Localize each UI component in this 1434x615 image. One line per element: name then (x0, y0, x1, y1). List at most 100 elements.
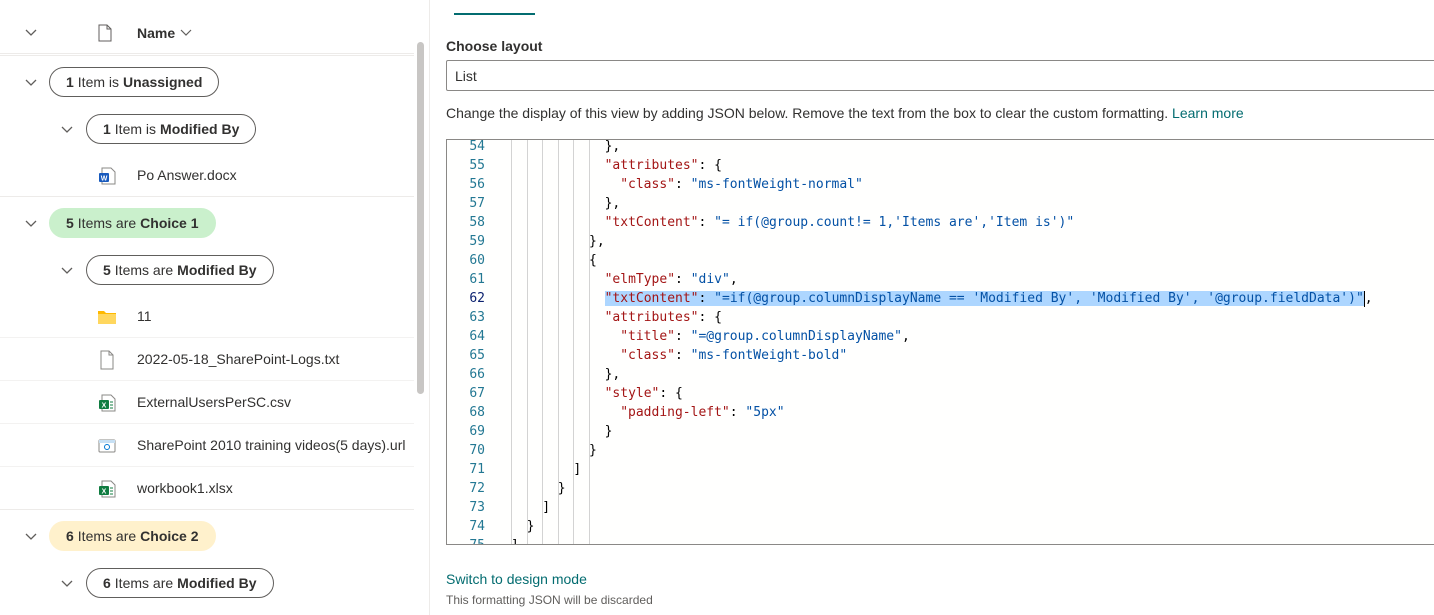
chevron-down-icon[interactable] (23, 528, 39, 544)
line-number: 65 (469, 348, 485, 363)
code-line[interactable]: 75] (447, 536, 1434, 544)
line-number: 59 (469, 234, 485, 249)
discard-note: This formatting JSON will be discarded (446, 593, 653, 607)
code-text: } (605, 422, 613, 441)
line-number: 62 (469, 291, 485, 306)
code-line[interactable]: 72} (447, 479, 1434, 498)
code-text: "class": "ms-fontWeight-bold" (620, 346, 847, 365)
code-token: "attributes" (604, 310, 699, 325)
code-line[interactable]: 63"attributes": { (447, 308, 1434, 327)
file-row[interactable]: W Po Answer.docx (0, 154, 414, 197)
code-line[interactable]: 55"attributes": { (447, 156, 1434, 175)
url-link-icon (97, 436, 117, 456)
group-label-text: Items are (77, 527, 137, 544)
group-count: 1 (66, 73, 74, 90)
line-number: 67 (469, 386, 485, 401)
chevron-down-icon[interactable] (59, 575, 75, 591)
code-line[interactable]: 69} (447, 422, 1434, 441)
format-view-panel: Choose layout List Change the display of… (429, 0, 1434, 615)
chevron-down-icon[interactable] (180, 28, 192, 38)
code-line[interactable]: 59}, (447, 232, 1434, 251)
group-label-text: Items are (114, 261, 174, 278)
chevron-down-icon[interactable] (23, 24, 39, 40)
code-token: "=@group.columnDisplayName" (690, 329, 902, 344)
code-token: : (674, 329, 691, 344)
code-line[interactable]: 73] (447, 498, 1434, 517)
code-text: "elmType": "div", (605, 270, 738, 289)
code-token: ] (573, 462, 582, 477)
code-line[interactable]: 66}, (447, 365, 1434, 384)
chevron-down-icon[interactable] (59, 262, 75, 278)
code-line[interactable]: 67 "style": { (447, 384, 1434, 403)
file-name-link[interactable]: workbook1.xlsx (137, 479, 233, 496)
file-name-link[interactable]: 11 (137, 307, 152, 324)
code-line[interactable]: 71] (447, 460, 1434, 479)
code-token: } (589, 443, 597, 458)
choose-layout-label: Choose layout (446, 38, 543, 54)
svg-text:X: X (102, 488, 107, 495)
code-line[interactable]: 58"txtContent": "= if(@group.count!= 1,'… (447, 213, 1434, 232)
code-token: "=if(@group.columnDisplayName == 'Modifi… (714, 291, 1364, 306)
code-line[interactable]: 70} (447, 441, 1434, 460)
file-row[interactable]: 2022-05-18_SharePoint-Logs.txt (0, 338, 414, 381)
name-column-header[interactable]: Name (137, 25, 176, 41)
svg-text:W: W (101, 175, 108, 182)
code-line[interactable]: 57}, (447, 194, 1434, 213)
code-text: ] (542, 498, 550, 517)
line-number: 72 (469, 481, 485, 496)
code-text: } (527, 517, 535, 536)
list-scrollbar[interactable] (417, 42, 424, 394)
code-text: "title": "=@group.columnDisplayName", (620, 327, 910, 346)
code-line[interactable]: 54}, (447, 140, 1434, 156)
indent-guide (542, 140, 544, 544)
code-token: "5px" (745, 405, 785, 420)
file-row[interactable]: 11 (0, 295, 414, 338)
code-line[interactable]: 62"txtContent": "=if(@group.columnDispla… (447, 289, 1434, 308)
file-name-link[interactable]: 2022-05-18_SharePoint-Logs.txt (137, 350, 340, 367)
chevron-down-icon[interactable] (59, 121, 75, 137)
line-number: 66 (469, 367, 485, 382)
folder-icon (97, 307, 117, 327)
file-name-link[interactable]: ExternalUsersPerSC.csv (137, 393, 292, 410)
code-text: "style": { (605, 384, 683, 403)
file-row[interactable]: SharePoint 2010 training videos(5 days).… (0, 424, 414, 467)
group-count: 6 (103, 574, 111, 591)
chevron-down-icon[interactable] (23, 215, 39, 231)
list-header: Name (0, 12, 414, 54)
code-line[interactable]: 68"padding-left": "5px" (447, 403, 1434, 422)
code-line[interactable]: 64"title": "=@group.columnDisplayName", (447, 327, 1434, 346)
json-code-editor[interactable]: 54},55"attributes": {56"class": "ms-font… (446, 139, 1434, 545)
code-line[interactable]: 65 "class": "ms-fontWeight-bold" (447, 346, 1434, 365)
chevron-down-icon[interactable] (23, 74, 39, 90)
group-label-text: Items are (77, 214, 137, 231)
code-token: }, (604, 367, 621, 382)
switch-to-design-mode-link[interactable]: Switch to design mode (446, 571, 587, 587)
file-name-link[interactable]: Po Answer.docx (137, 166, 237, 183)
code-line[interactable]: 74} (447, 517, 1434, 536)
help-text-body: Change the display of this view by addin… (446, 105, 1169, 121)
code-token: : (674, 177, 691, 192)
code-line[interactable]: 60{ (447, 251, 1434, 270)
file-name-link[interactable]: SharePoint 2010 training videos(5 days).… (137, 436, 406, 453)
code-token: "ms-fontWeight-bold" (690, 348, 848, 363)
learn-more-link[interactable]: Learn more (1172, 105, 1244, 121)
code-token: } (557, 481, 566, 496)
line-number: 71 (469, 462, 485, 477)
group-count: 5 (66, 214, 74, 231)
code-token: { (589, 253, 597, 268)
code-line[interactable]: 56"class": "ms-fontWeight-normal" (447, 175, 1434, 194)
code-token: "attributes" (604, 158, 699, 173)
layout-dropdown[interactable]: List (446, 60, 1434, 91)
group-label-text: Item is (77, 73, 120, 90)
code-line[interactable]: 61"elmType": "div", (447, 270, 1434, 289)
code-text: { (589, 251, 597, 270)
